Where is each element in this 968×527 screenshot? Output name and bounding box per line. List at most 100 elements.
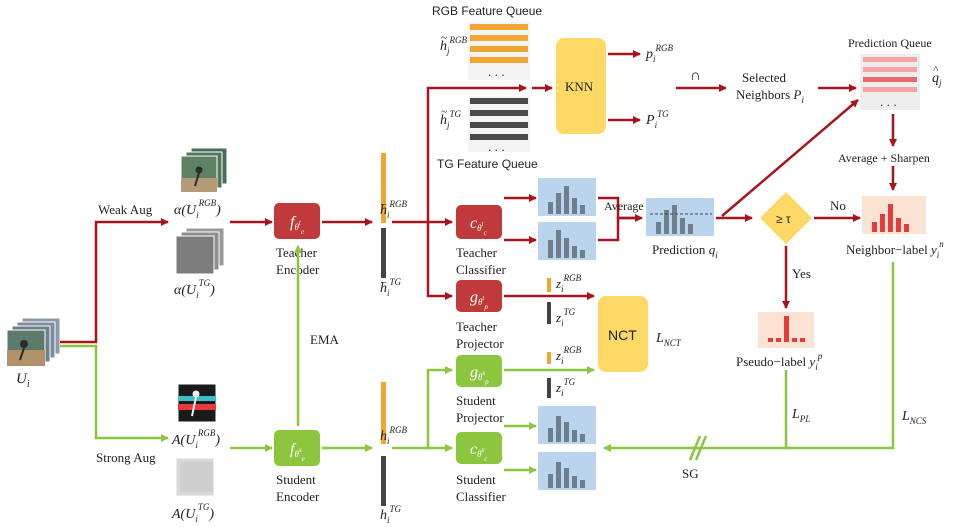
p-tg: PiTG (645, 109, 669, 130)
sg-label: SG (682, 466, 699, 481)
teacher-projector-symbol: gθtp (470, 289, 488, 311)
strong-aug-arrow (60, 344, 169, 442)
average-sharpen-label: Average + Sharpen (838, 151, 930, 165)
knn-label: KNN (565, 79, 594, 94)
rgb-feature-queue: . . . (468, 22, 530, 80)
z-features (547, 278, 551, 398)
weak-tg-stack (175, 227, 225, 275)
input-u-label: Ui (16, 371, 30, 390)
svg-text:~: ~ (441, 106, 447, 118)
l-ncs: LNCS (901, 409, 927, 426)
teacher-z-tg: ziTG (555, 307, 576, 328)
yes-label: Yes (792, 266, 811, 281)
svg-text:–: – (380, 276, 387, 288)
student-tg-feature-bar (381, 456, 386, 506)
average-label: Average (604, 199, 644, 213)
student-projector-symbol: gθsp (470, 364, 489, 386)
svg-text:~: ~ (441, 32, 447, 44)
l-pl-feedback (603, 370, 788, 452)
teacher-rgb-histogram (538, 178, 596, 216)
tg-feature-queue: . . . (468, 96, 530, 154)
to-queues-arrow (392, 84, 527, 224)
student-classifier-label-2: Classifier (456, 489, 506, 504)
student-projector-box (456, 355, 502, 387)
intersect-symbol: ∩ (690, 67, 701, 84)
teacher-h-rgb: hiRGB (380, 199, 408, 220)
pseudo-label-text: Pseudo−label yip (736, 351, 823, 372)
teacher-projector-box (456, 280, 502, 312)
to-pred-queue-diag-arrow (721, 99, 859, 217)
student-classifier-label-1: Student (456, 472, 496, 487)
threshold-diamond (760, 192, 812, 244)
sg-slash-1 (688, 435, 702, 461)
selected-label-1: Selected (742, 70, 787, 85)
input-video-stack (6, 317, 61, 367)
nct-box (598, 296, 648, 372)
teacher-encoder-symbol: fθte (290, 214, 304, 236)
student-encoder-symbol: fθse (290, 441, 305, 463)
teacher-classifier-box (456, 205, 502, 239)
student-projector-label-2: Projector (456, 410, 504, 425)
student-h-tg: hiTG (380, 504, 402, 525)
no-label: No (830, 198, 846, 213)
strong-tg-stack (175, 457, 215, 497)
svg-text:. . .: . . . (880, 95, 897, 109)
strong-aug-label: Strong Aug (96, 450, 156, 465)
strong-rgb-stack (177, 383, 217, 423)
rgb-queue-title: RGB Feature Queue (432, 4, 542, 18)
knn-box (556, 38, 606, 134)
student-rgb-histogram (538, 406, 596, 444)
weak-aug-arrow (60, 218, 169, 344)
teacher-classifier-label-1: Teacher (456, 245, 498, 260)
student-encoder-box (274, 430, 320, 466)
sg-slash-2 (694, 435, 708, 461)
teacher-h-tg: hiTG (380, 277, 402, 298)
teacher-classifier-symbol: cθtc (470, 215, 487, 237)
l-ncs-feedback (786, 262, 895, 450)
teacher-tg-histogram (538, 222, 596, 260)
l-pl: LPL (791, 407, 810, 424)
svg-text:^: ^ (933, 64, 939, 76)
teacher-rgb-feature-bar (381, 153, 386, 223)
prediction-queue-title: Prediction Queue (848, 36, 932, 50)
teacher-tg-feature-bar (381, 228, 386, 278)
weak-rgb-stack (180, 147, 228, 193)
teacher-projector-label-2: Projector (456, 336, 504, 351)
A-tg-label: A(UiTG) (171, 502, 214, 524)
svg-text:–: – (380, 198, 387, 210)
student-rgb-feature-bar (381, 382, 386, 444)
pseudo-label-histogram (758, 312, 814, 348)
svg-text:. . .: . . . (488, 140, 505, 154)
student-h-rgb: hiRGB (380, 425, 408, 446)
to-student-projector-arrow (392, 366, 453, 450)
nct-label: NCT (608, 327, 637, 343)
threshold-label: ≥ τ (776, 212, 791, 226)
teacher-classifier-label-2: Classifier (456, 262, 506, 277)
selected-label-2: Neighbors Pi (736, 87, 804, 105)
student-encoder-label-1: Student (276, 472, 316, 487)
student-tg-histogram (538, 452, 596, 490)
student-encoder-label-2: Encoder (276, 489, 320, 504)
tg-queue-title: TG Feature Queue (437, 157, 538, 171)
q-j-label: qj (932, 71, 942, 88)
neighbor-label-text: Neighbor−label yin (846, 239, 944, 260)
student-projector-label-1: Student (456, 393, 496, 408)
A-rgb-label: A(UiRGB) (171, 428, 220, 450)
queue-h-tg: hjTG (440, 109, 462, 130)
student-classifier-box (456, 432, 502, 464)
student-classifier-symbol: cθsc (470, 441, 488, 463)
prediction-label: Prediction qi (652, 242, 718, 260)
alpha-rgb-label: α(UiRGB) (174, 198, 221, 220)
weak-aug-label: Weak Aug (98, 202, 153, 217)
neighbor-label-histogram (862, 196, 926, 234)
teacher-z-rgb: ziRGB (555, 273, 582, 294)
l-nct: LNCT (655, 331, 682, 348)
p-rgb: piRGB (645, 43, 674, 64)
teacher-projector-label-1: Teacher (456, 319, 498, 334)
prediction-histogram (646, 198, 714, 236)
teacher-encoder-box (274, 203, 320, 239)
alpha-tg-label: α(UiTG) (174, 278, 215, 300)
prediction-queue: . . . (860, 54, 920, 110)
